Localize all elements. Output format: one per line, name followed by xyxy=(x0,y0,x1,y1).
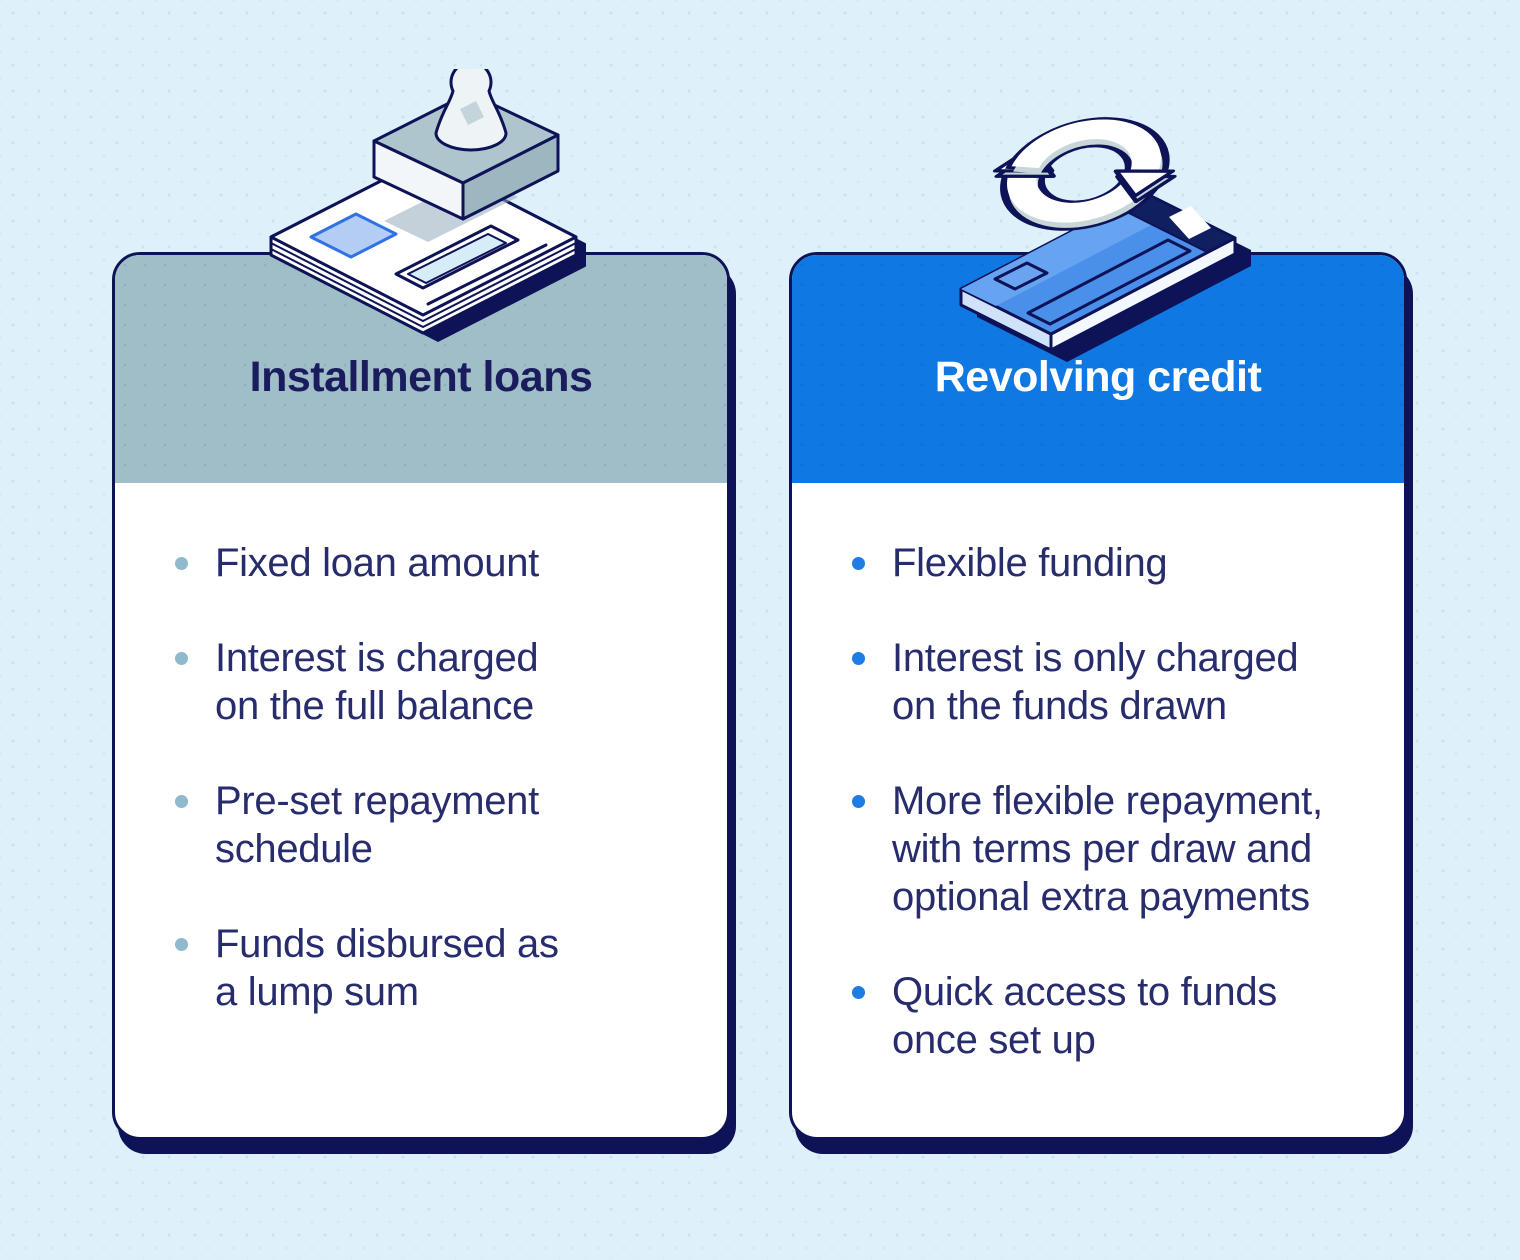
bullet-dot-icon xyxy=(852,986,865,999)
bullet-dot-icon xyxy=(175,557,188,570)
bullet-dot-icon xyxy=(175,938,188,951)
bullet-item: Quick access to funds once set up xyxy=(848,968,1370,1064)
bullet-text: Flexible funding xyxy=(892,541,1168,585)
bullet-item: Funds disbursed as a lump sum xyxy=(171,920,693,1016)
card-header: Revolving credit xyxy=(792,255,1404,483)
bullet-dot-icon xyxy=(852,795,865,808)
bullet-text: Pre-set repayment schedule xyxy=(215,779,539,871)
bullet-item: More flexible repayment, with terms per … xyxy=(848,777,1370,921)
card-title: Revolving credit xyxy=(934,353,1262,402)
bullet-text: Quick access to funds once set up xyxy=(892,970,1277,1062)
bullet-item: Interest is charged on the full balance xyxy=(171,634,693,730)
bullet-item: Fixed loan amount xyxy=(171,539,693,587)
bullet-item: Interest is only charged on the funds dr… xyxy=(848,634,1370,730)
bullet-dot-icon xyxy=(175,795,188,808)
card-header: Installment loans xyxy=(115,255,727,483)
bullet-item: Flexible funding xyxy=(848,539,1370,587)
bullet-text: More flexible repayment, with terms per … xyxy=(892,779,1323,919)
bullet-dot-icon xyxy=(175,652,188,665)
bullet-text: Fixed loan amount xyxy=(215,541,539,585)
bullet-text: Interest is only charged on the funds dr… xyxy=(892,636,1299,728)
bullet-text: Interest is charged on the full balance xyxy=(215,636,539,728)
bullet-dot-icon xyxy=(852,652,865,665)
bullet-dot-icon xyxy=(852,557,865,570)
bullet-text: Funds disbursed as a lump sum xyxy=(215,922,559,1014)
card-title: Installment loans xyxy=(249,353,593,402)
bullet-item: Pre-set repayment schedule xyxy=(171,777,693,873)
